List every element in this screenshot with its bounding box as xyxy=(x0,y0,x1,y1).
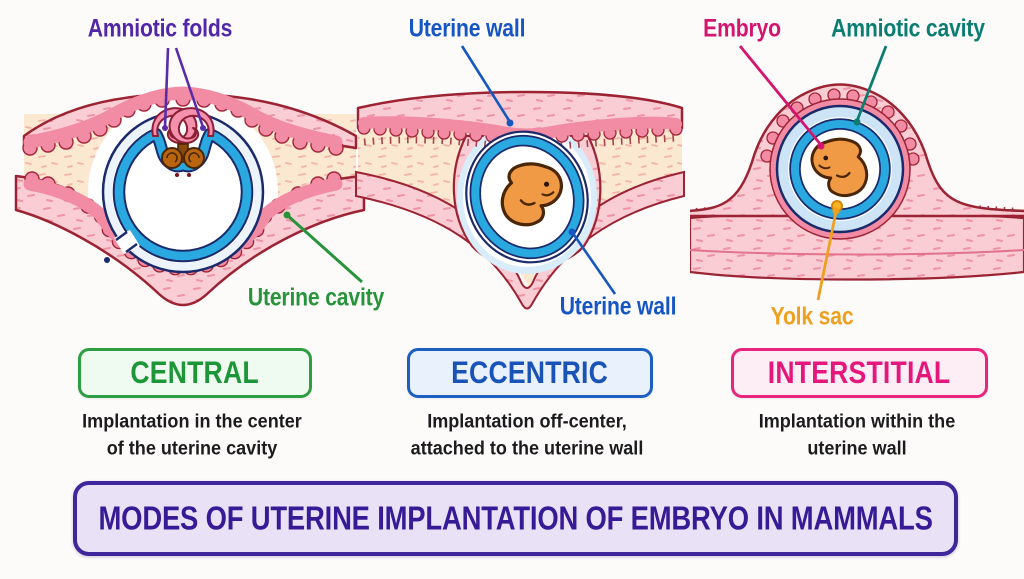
yolk-sac-label: Yolk sac xyxy=(770,302,854,331)
eccentric-description-line2: attached to the uterine wall xyxy=(410,438,644,460)
eccentric-mode-box: ECCENTRIC xyxy=(407,348,653,398)
blastocyst-central xyxy=(101,107,265,274)
upper-uterine-wall xyxy=(22,86,358,156)
embryo-scrolls xyxy=(161,143,205,177)
amniotic-cavity-label: Amniotic cavity xyxy=(831,14,985,43)
uterine-wall-bottom-label: Uterine wall xyxy=(559,292,677,321)
uterine-wall-top-pointer xyxy=(460,45,514,127)
uterine-wall-bottom-pointer xyxy=(568,228,617,295)
eccentric-description-line1: Implantation off-center, xyxy=(427,411,627,433)
interstitial-implantation-illustration xyxy=(690,45,1024,301)
title-banner-text: MODES OF UTERINE IMPLANTATION OF EMBRYO … xyxy=(98,499,933,537)
central-mode-label: CENTRAL xyxy=(130,355,260,390)
interstitial-mode-box: INTERSTITIAL xyxy=(731,348,988,398)
interstitial-description-line1: Implantation within the xyxy=(758,411,956,433)
amniotic-folds-pointer xyxy=(162,47,206,131)
interstitial-description: Implantation within the uterine wall xyxy=(715,409,1000,463)
embryo-label: Embryo xyxy=(703,14,781,43)
central-description-line1: Implantation in the center xyxy=(82,411,302,433)
eccentric-mode-label: ECCENTRIC xyxy=(451,355,609,390)
central-description-line2: of the uterine cavity xyxy=(106,438,278,460)
uterine-cavity-pointer xyxy=(283,211,363,284)
lower-wall-v-band xyxy=(355,170,685,310)
title-banner: MODES OF UTERINE IMPLANTATION OF EMBRYO … xyxy=(73,481,958,556)
yolk-sac-pointer xyxy=(816,207,840,301)
central-implantation-illustration xyxy=(14,47,366,307)
central-description: Implantation in the center of the uterin… xyxy=(50,409,335,463)
uterine-cavity-label: Uterine cavity xyxy=(247,283,385,312)
central-mode-box: CENTRAL xyxy=(78,348,312,398)
implantation-slit xyxy=(104,230,140,263)
amniotic-cavity-pointer xyxy=(853,45,888,126)
eccentric-description: Implantation off-center, attached to the… xyxy=(385,409,670,463)
uterine-wall-top-label: Uterine wall xyxy=(408,14,526,43)
amniotic-folds-label: Amniotic folds xyxy=(87,14,233,43)
interstitial-mode-label: INTERSTITIAL xyxy=(768,355,951,390)
interstitial-description-line2: uterine wall xyxy=(807,438,907,460)
eccentric-implantation-illustration xyxy=(355,45,685,310)
embryo-pointer xyxy=(738,45,825,150)
amniotic-folds-shape xyxy=(151,107,215,144)
